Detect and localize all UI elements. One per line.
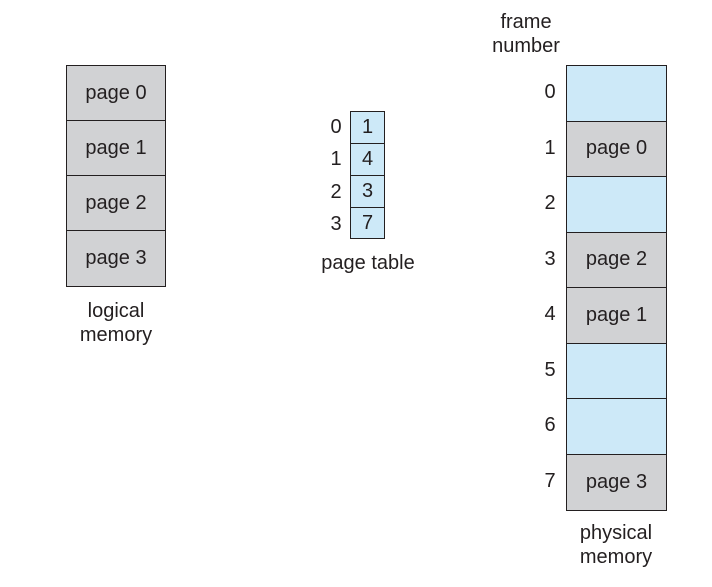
page-table: 1 4 3 7 <box>350 111 385 239</box>
logical-page-3: page 3 <box>67 231 165 286</box>
frame-number-2: 2 <box>544 192 556 215</box>
frame-number-3: 3 <box>544 247 556 270</box>
frame-number-4: 4 <box>544 303 556 326</box>
page-table-index-1: 1 <box>330 148 342 171</box>
page-table-entry-1: 4 <box>351 144 384 176</box>
frame-1: page 0 <box>567 121 666 177</box>
frame-3: page 2 <box>567 232 666 288</box>
page-table-index-0: 0 <box>330 115 342 138</box>
page-table-entry-3: 7 <box>351 208 384 238</box>
logical-page-0: page 0 <box>67 66 165 121</box>
frame-0 <box>567 66 666 122</box>
frame-number-header: frame number <box>492 11 560 57</box>
logical-memory-label: logical memory <box>79 300 153 346</box>
frame-number-1: 1 <box>544 136 556 159</box>
frame-number-5: 5 <box>544 358 556 381</box>
logical-page-2: page 2 <box>67 176 165 231</box>
physical-memory: page 0 page 2 page 1 page 3 <box>566 65 667 511</box>
page-table-label: page table <box>321 252 415 274</box>
frame-number-0: 0 <box>544 81 556 104</box>
frame-5 <box>567 343 666 399</box>
page-table-index-2: 2 <box>330 180 342 203</box>
logical-page-1: page 1 <box>67 121 165 176</box>
frame-7: page 3 <box>567 454 666 510</box>
frame-number-7: 7 <box>544 469 556 492</box>
frame-4: page 1 <box>567 288 666 344</box>
logical-memory: page 0 page 1 page 2 page 3 <box>66 65 166 287</box>
frame-6 <box>567 399 666 455</box>
page-table-entry-0: 1 <box>351 112 384 144</box>
page-table-entry-2: 3 <box>351 176 384 208</box>
page-table-index-3: 3 <box>330 213 342 236</box>
frame-number-6: 6 <box>544 414 556 437</box>
frame-number-column: 0 1 2 3 4 5 6 7 <box>536 65 564 509</box>
frame-2 <box>567 177 666 233</box>
physical-memory-label: physical memory <box>579 522 653 568</box>
